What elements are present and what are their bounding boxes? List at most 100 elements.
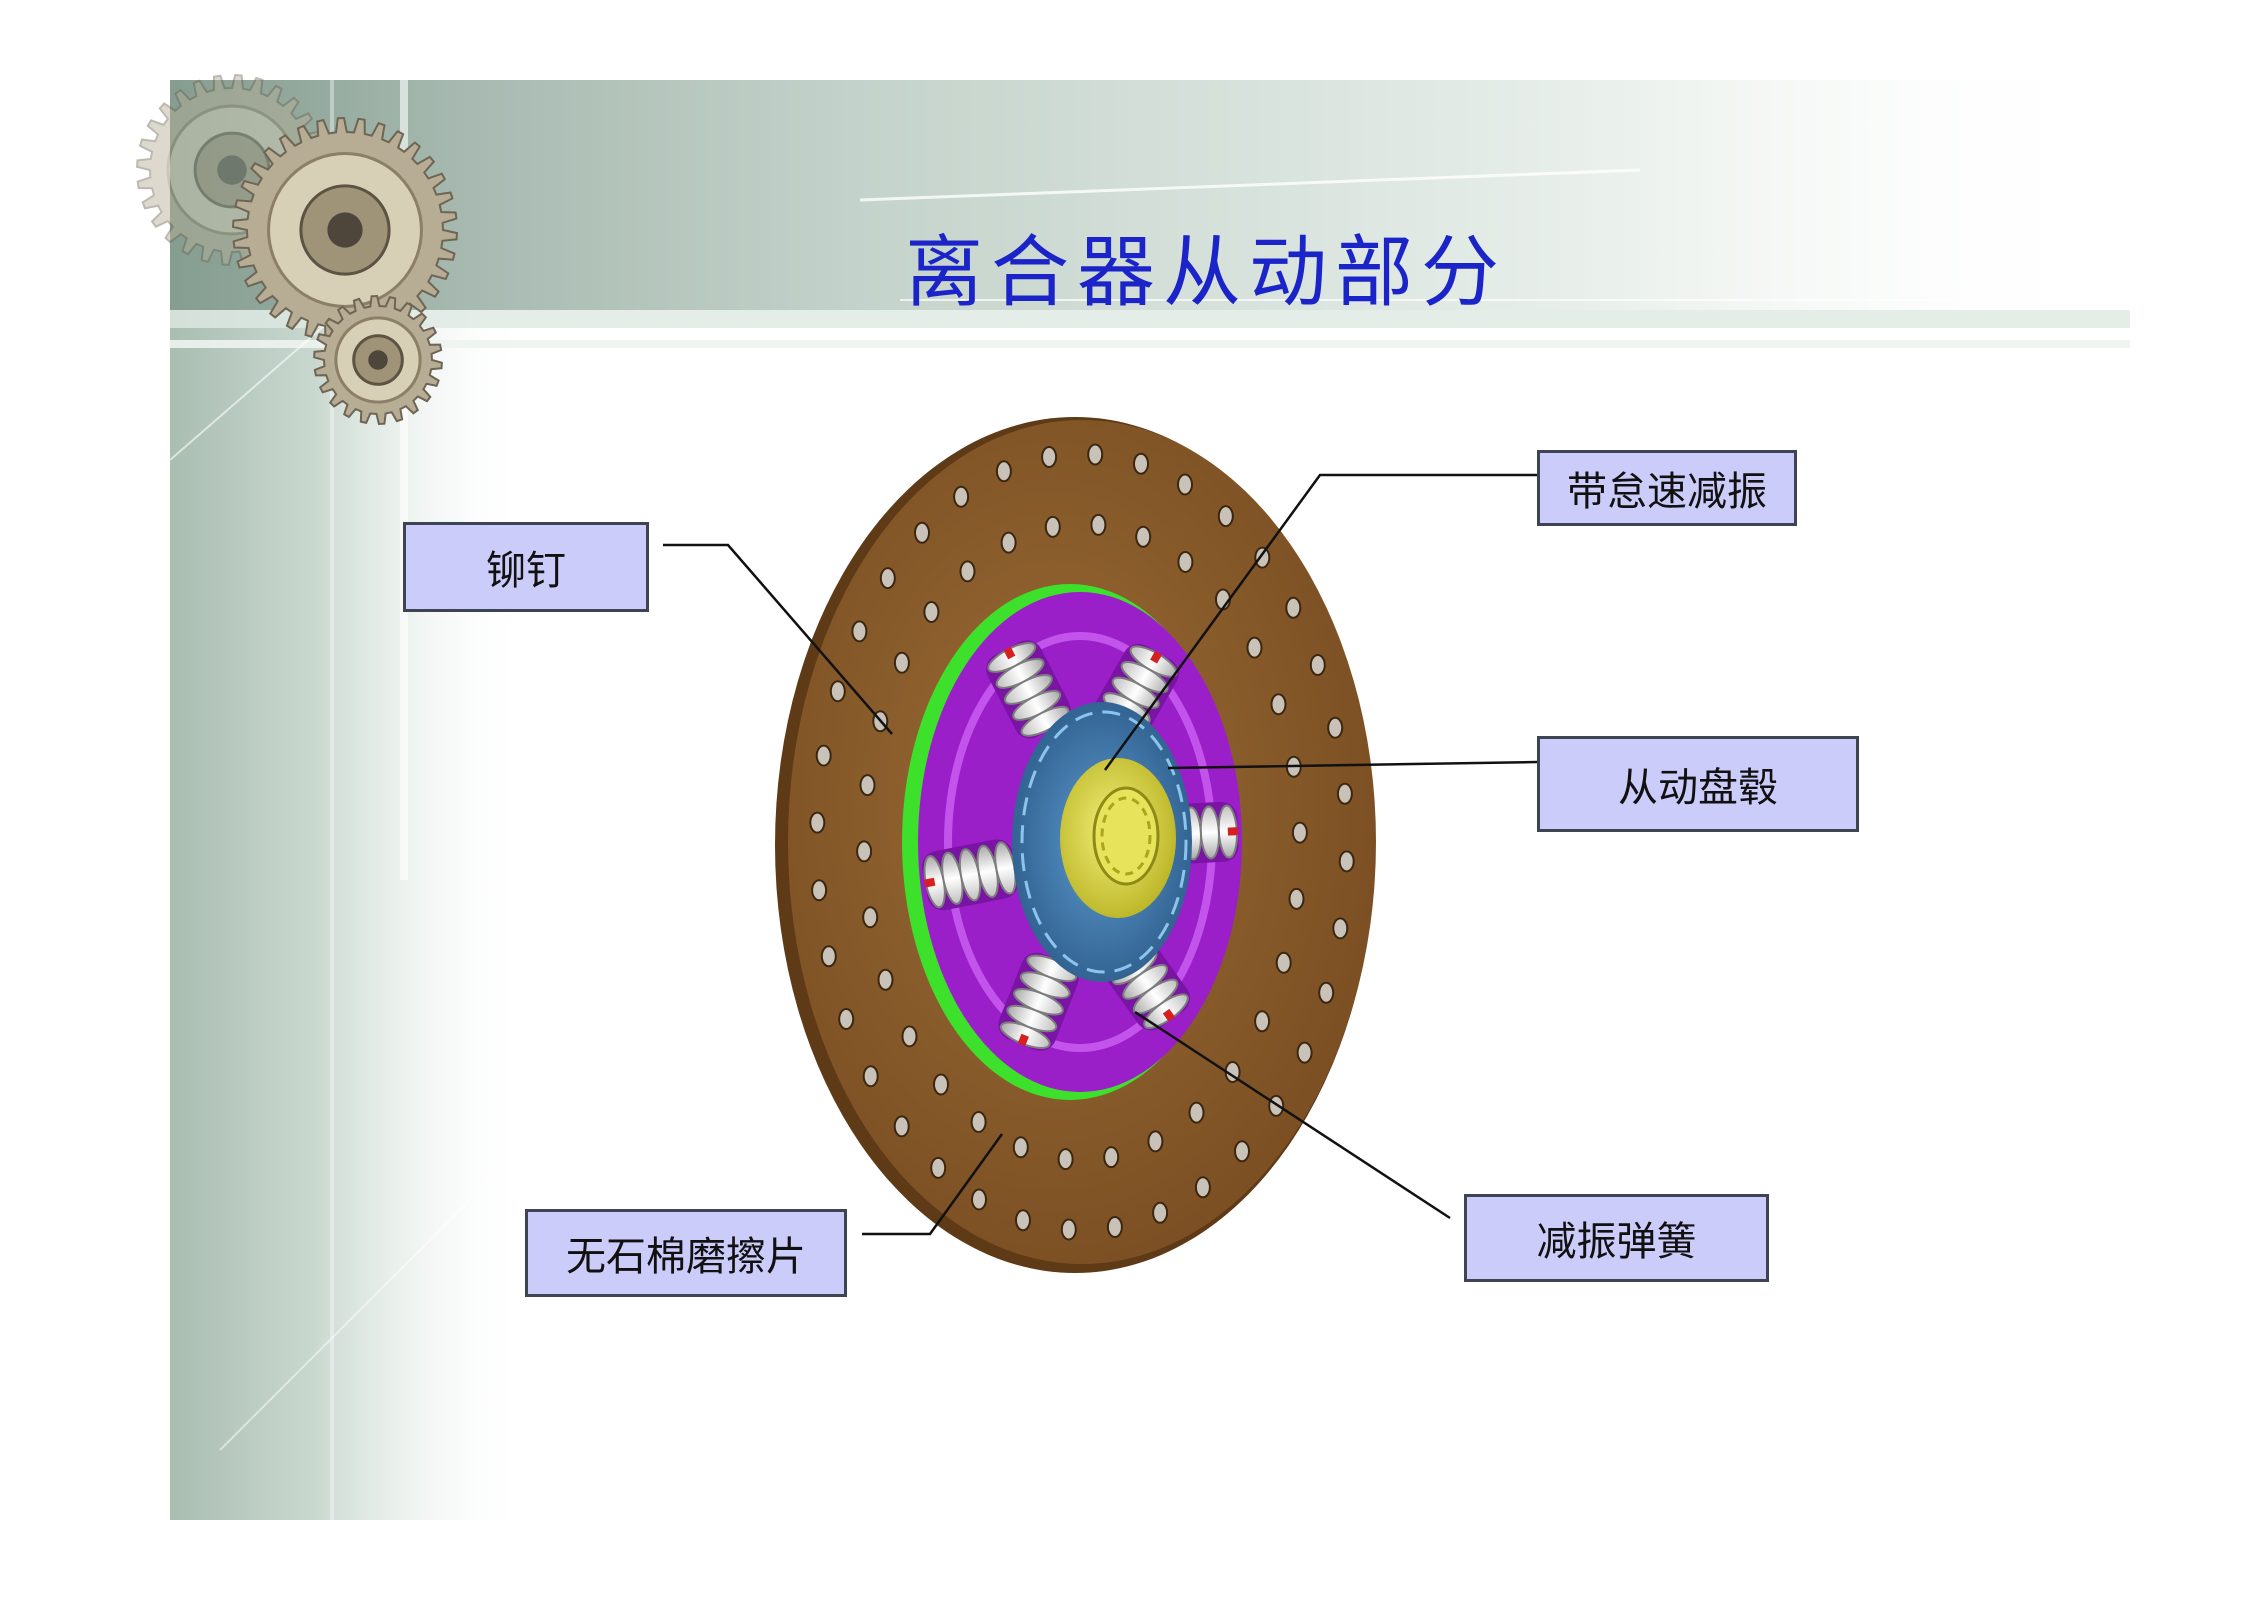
rivet bbox=[1044, 515, 1061, 538]
rivet bbox=[923, 601, 940, 623]
spring-cap bbox=[1227, 827, 1239, 836]
rivet bbox=[809, 811, 826, 834]
rivet bbox=[1015, 1209, 1031, 1232]
spring-cap bbox=[1017, 1033, 1029, 1047]
spring-cap bbox=[1003, 646, 1016, 660]
rivet bbox=[1147, 1130, 1164, 1153]
rivet bbox=[971, 1188, 987, 1211]
rivet bbox=[1338, 850, 1355, 873]
gear-bore bbox=[217, 155, 247, 185]
spline-bore bbox=[1092, 786, 1160, 886]
rivet bbox=[995, 460, 1012, 483]
rivet bbox=[811, 879, 828, 902]
rivet bbox=[970, 1111, 987, 1133]
rivet-ring-inner bbox=[856, 513, 1308, 1171]
rivet bbox=[1318, 981, 1335, 1004]
rivet bbox=[1309, 654, 1326, 676]
rivet bbox=[914, 521, 930, 544]
rivet bbox=[893, 651, 910, 674]
spring-cap bbox=[1162, 1008, 1176, 1022]
rivet bbox=[1103, 1146, 1120, 1169]
deco-line bbox=[859, 168, 1641, 202]
rivet bbox=[1234, 1140, 1250, 1163]
rivet bbox=[1060, 1218, 1077, 1241]
leader-rivet bbox=[663, 543, 893, 735]
rivet bbox=[1188, 1101, 1205, 1124]
rivet bbox=[930, 1156, 947, 1179]
rivet bbox=[1296, 1041, 1313, 1064]
rivet bbox=[959, 560, 976, 583]
rivet bbox=[1254, 1010, 1271, 1033]
label-damper-spring: 减振弹簧 bbox=[1464, 1194, 1769, 1282]
rivet bbox=[838, 1008, 855, 1030]
rivet bbox=[851, 620, 868, 643]
rivet bbox=[933, 1073, 949, 1096]
deco-line bbox=[219, 1149, 521, 1451]
damper-spring bbox=[921, 839, 1019, 911]
rivet bbox=[1246, 636, 1263, 659]
rivet bbox=[953, 485, 970, 508]
rivet bbox=[1270, 693, 1287, 716]
rivet bbox=[1177, 551, 1194, 573]
gear-icon bbox=[136, 74, 459, 426]
rivet bbox=[1327, 716, 1344, 739]
rivet bbox=[1194, 1176, 1211, 1199]
rivet bbox=[1291, 821, 1308, 844]
rivet bbox=[1041, 446, 1058, 468]
rivet bbox=[879, 567, 896, 590]
rivet bbox=[859, 774, 876, 797]
spring-cap bbox=[924, 877, 936, 888]
rivet bbox=[901, 1025, 918, 1048]
spline-teeth bbox=[1100, 796, 1152, 876]
leader-damper-spring bbox=[1134, 1010, 1451, 1220]
rivet bbox=[1000, 531, 1017, 554]
leader-idle-damper bbox=[1103, 473, 1537, 771]
rivet bbox=[1090, 513, 1107, 536]
rivet bbox=[1336, 782, 1353, 805]
label-friction-lining: 无石棉磨擦片 bbox=[525, 1209, 847, 1297]
rivet bbox=[1332, 917, 1349, 940]
gear-icon bbox=[313, 294, 443, 426]
rivet bbox=[820, 945, 837, 968]
rivet bbox=[1135, 525, 1152, 548]
rivet bbox=[862, 1065, 879, 1088]
gear-icon bbox=[231, 116, 459, 344]
rivet bbox=[1285, 596, 1302, 619]
rivet bbox=[829, 680, 846, 703]
label-idle-damper: 带怠速减振 bbox=[1537, 450, 1797, 526]
rivet bbox=[1217, 505, 1234, 528]
slide-title: 离合器从动部分 bbox=[905, 228, 1508, 318]
spring-cap bbox=[1150, 650, 1163, 664]
leader-lines bbox=[663, 473, 1538, 1236]
label-hub: 从动盘毂 bbox=[1537, 736, 1859, 832]
rivet bbox=[1087, 443, 1104, 466]
header-stripe bbox=[170, 310, 2130, 328]
rivet-ring-outer bbox=[809, 443, 1355, 1241]
rivet bbox=[1275, 951, 1292, 974]
rivet bbox=[856, 840, 873, 863]
rivet bbox=[1106, 1216, 1123, 1238]
rivet bbox=[1288, 887, 1305, 910]
gear-bore bbox=[327, 212, 363, 248]
rivet bbox=[1254, 546, 1271, 569]
rivet bbox=[893, 1115, 910, 1138]
rivet bbox=[1057, 1148, 1074, 1171]
header-band bbox=[170, 80, 2130, 310]
leader-friction-lining bbox=[862, 1133, 1004, 1236]
label-rivet: 铆钉 bbox=[403, 522, 649, 612]
rivet bbox=[815, 744, 832, 767]
rivet bbox=[1133, 452, 1149, 475]
hub-teeth bbox=[1020, 710, 1188, 974]
rivet bbox=[1268, 1094, 1285, 1117]
rivet bbox=[1012, 1136, 1029, 1159]
vertical-stripe bbox=[400, 80, 408, 880]
rivet bbox=[862, 906, 879, 929]
leader-hub bbox=[1167, 760, 1538, 770]
damper-spring bbox=[986, 640, 1071, 739]
header-stripe-thin bbox=[170, 340, 2130, 348]
rivet bbox=[1177, 473, 1193, 496]
vertical-stripe-thin bbox=[330, 80, 334, 1520]
rivet bbox=[1152, 1201, 1169, 1224]
